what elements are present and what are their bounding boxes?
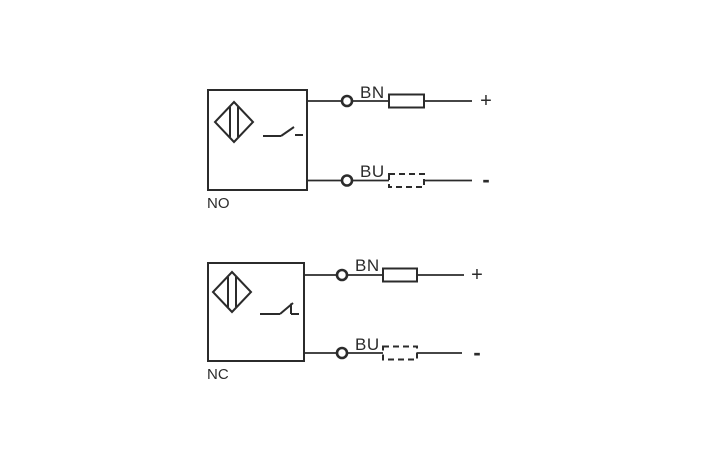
load-dashed-symbol: [382, 345, 418, 361]
switch-lever-line: [280, 126, 295, 137]
resistor-symbol: [382, 267, 418, 283]
no-diagram: BN + BU - NO: [207, 83, 492, 212]
sensor-box: [207, 262, 305, 362]
terminal-circle-bu: [340, 174, 354, 187]
bu-wire: BU -: [304, 335, 481, 365]
bn-label: BN: [355, 256, 380, 275]
plus-label: +: [480, 90, 492, 112]
proximity-sensor-icon: [211, 270, 253, 314]
minus-label: -: [473, 340, 480, 365]
diagram-label-no: NO: [207, 195, 230, 212]
terminal-circle-bn: [335, 268, 349, 282]
bn-wire: BN +: [307, 83, 492, 112]
resistor-symbol: [388, 93, 425, 109]
bu-label: BU: [355, 335, 380, 354]
bn-wire: BN +: [304, 256, 483, 286]
no-switch-icon: [263, 126, 303, 137]
load-dashed-symbol: [388, 173, 425, 188]
nc-switch-icon: [260, 302, 299, 315]
minus-label: -: [482, 167, 489, 192]
plus-label: +: [471, 264, 483, 286]
sensor-box: [207, 89, 308, 191]
terminal-circle-bn: [340, 94, 354, 108]
bu-label: BU: [360, 162, 385, 181]
proximity-sensor-icon: [213, 100, 255, 144]
diamond-outline: [211, 270, 253, 314]
terminal-circle-bu: [335, 346, 349, 360]
bu-wire: BU -: [307, 162, 490, 192]
diamond-outline: [213, 100, 255, 144]
diagram-label-nc: NC: [207, 366, 229, 383]
bn-label: BN: [360, 83, 385, 102]
nc-diagram: BN + BU - NC: [207, 256, 483, 383]
